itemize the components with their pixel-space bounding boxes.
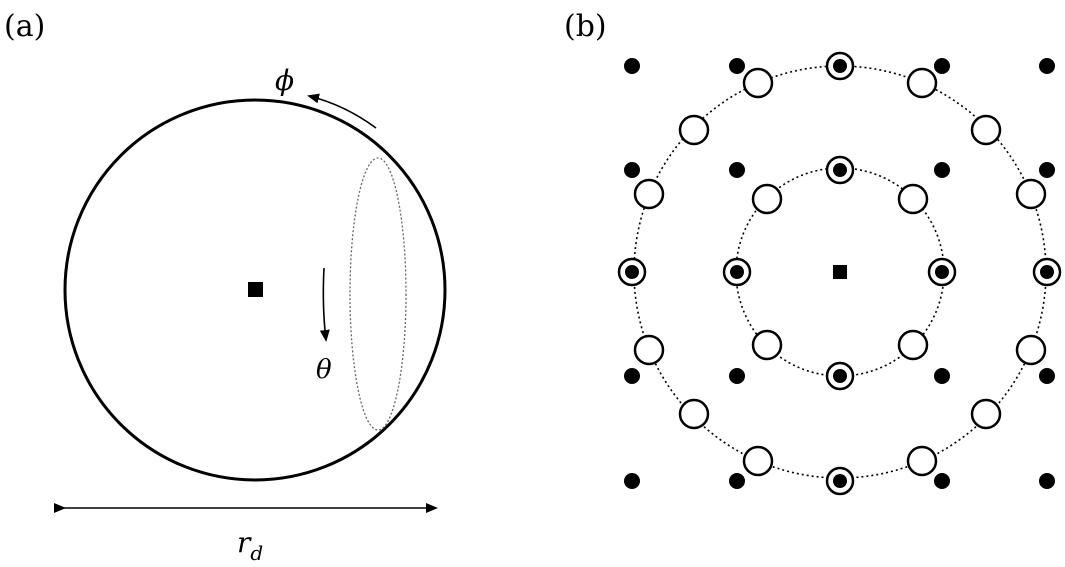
panel-b: (b) [564,9,1062,496]
lattice-dot [934,58,950,74]
ringed-dot [825,466,855,496]
open-circle [678,398,710,430]
ringed-dot [1032,257,1062,287]
theta-arrow [319,267,330,342]
sphere-outline [63,98,447,482]
ringed-dot [825,51,855,81]
width-label-main: r [237,526,252,559]
open-circle [678,114,710,146]
lattice-dot [624,473,640,489]
lattice-dot [624,368,640,384]
open-circle [751,183,783,215]
open-circle [742,67,774,99]
dotted-cross-section [349,157,407,431]
phi-arrow [307,93,377,129]
center-square-marker [248,282,263,297]
outer-ring-open-circles [633,67,1047,477]
open-circle [906,67,938,99]
ringed-dot [927,257,957,287]
open-circle [897,329,929,361]
lattice-dots [624,58,1055,489]
theta-label: θ [316,355,332,385]
lattice-dot [934,473,950,489]
panel-a: (a) ϕ θ rd [4,9,447,565]
panel-a-label: (a) [4,9,45,44]
open-circle [633,334,665,366]
lattice-dot [729,58,745,74]
ringed-dots [617,51,1062,496]
open-circle [1015,334,1047,366]
phi-label: ϕ [275,64,294,97]
width-label: rd [237,526,263,565]
lattice-dot [1039,162,1055,178]
ringed-dot [825,361,855,391]
lattice-dot [934,368,950,384]
lattice-dot [729,162,745,178]
center-square-marker [833,265,847,279]
lattice-dot [729,368,745,384]
open-circle [633,178,665,210]
ringed-dot [722,257,752,287]
lattice-dot [1039,473,1055,489]
open-circle [1015,178,1047,210]
open-circle [970,114,1002,146]
open-circle [897,183,929,215]
panel-b-label: (b) [564,9,607,44]
lattice-dot [934,162,950,178]
open-circle [751,329,783,361]
open-circle [906,445,938,477]
width-label-sub: d [250,541,263,565]
lattice-dot [624,58,640,74]
lattice-dot [1039,368,1055,384]
ringed-dot [825,155,855,185]
lattice-dot [729,473,745,489]
open-circle [970,398,1002,430]
open-circle [742,445,774,477]
inner-ring-open-circles [751,183,929,361]
lattice-dot [624,162,640,178]
ringed-dot [617,257,647,287]
lattice-dot [1039,58,1055,74]
